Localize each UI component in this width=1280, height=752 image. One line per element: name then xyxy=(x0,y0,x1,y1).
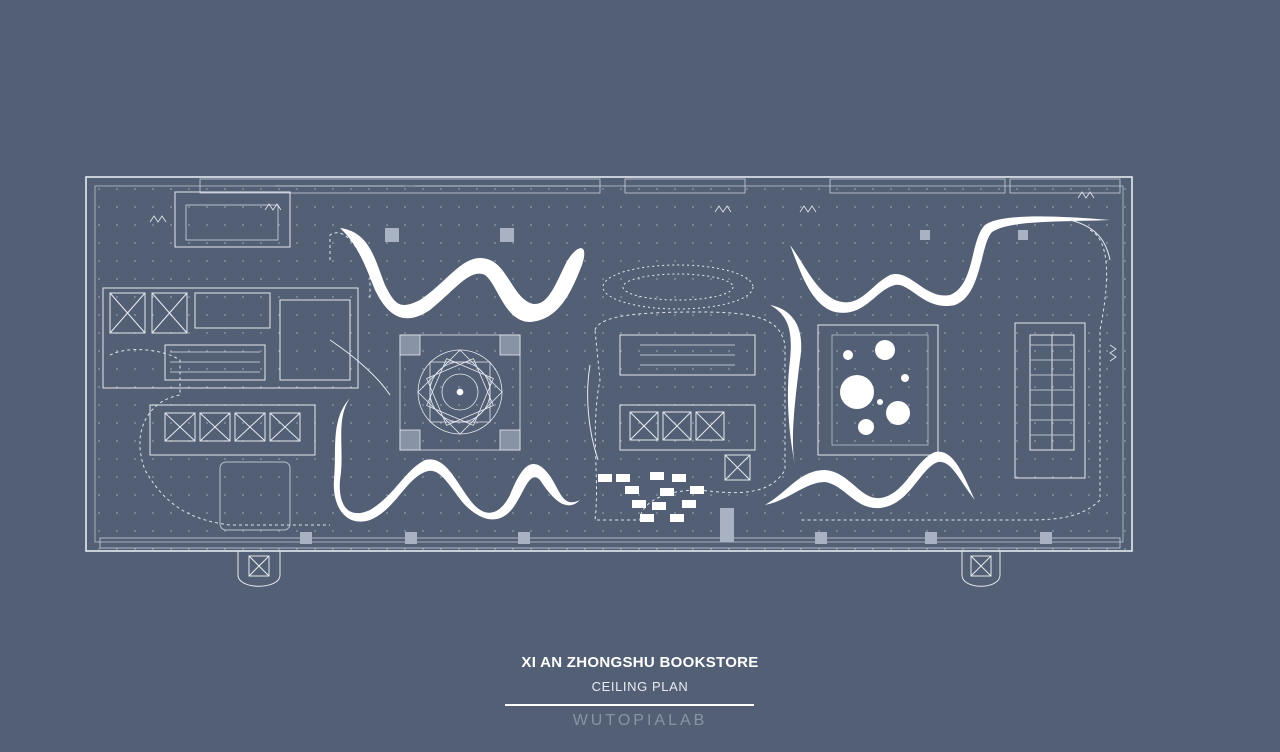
geometric-ceiling-atrium xyxy=(399,334,521,451)
caption-divider xyxy=(505,704,754,706)
escalator-block xyxy=(1014,322,1086,479)
structural-columns xyxy=(300,228,1052,544)
round-skylight-atrium xyxy=(817,324,939,456)
building-outline xyxy=(85,176,1133,552)
bookshelf-cluster xyxy=(598,472,704,522)
radiator-symbols xyxy=(149,191,1117,362)
studio-logo: WUTOPIALAB xyxy=(572,712,708,729)
ceiling-plan-drawing xyxy=(85,176,1133,587)
drawing-title: XI AN ZHONGSHU BOOKSTORE xyxy=(521,654,759,671)
secondary-curves xyxy=(329,219,1111,461)
oval-light-cluster xyxy=(602,264,754,310)
entrance-porches xyxy=(237,551,1001,587)
wave-ribbons xyxy=(333,216,1110,522)
window-bands xyxy=(99,178,1121,549)
left-service-core xyxy=(102,191,359,531)
drawing-subtitle: CEILING PLAN xyxy=(591,679,689,694)
central-service-core xyxy=(619,334,756,481)
